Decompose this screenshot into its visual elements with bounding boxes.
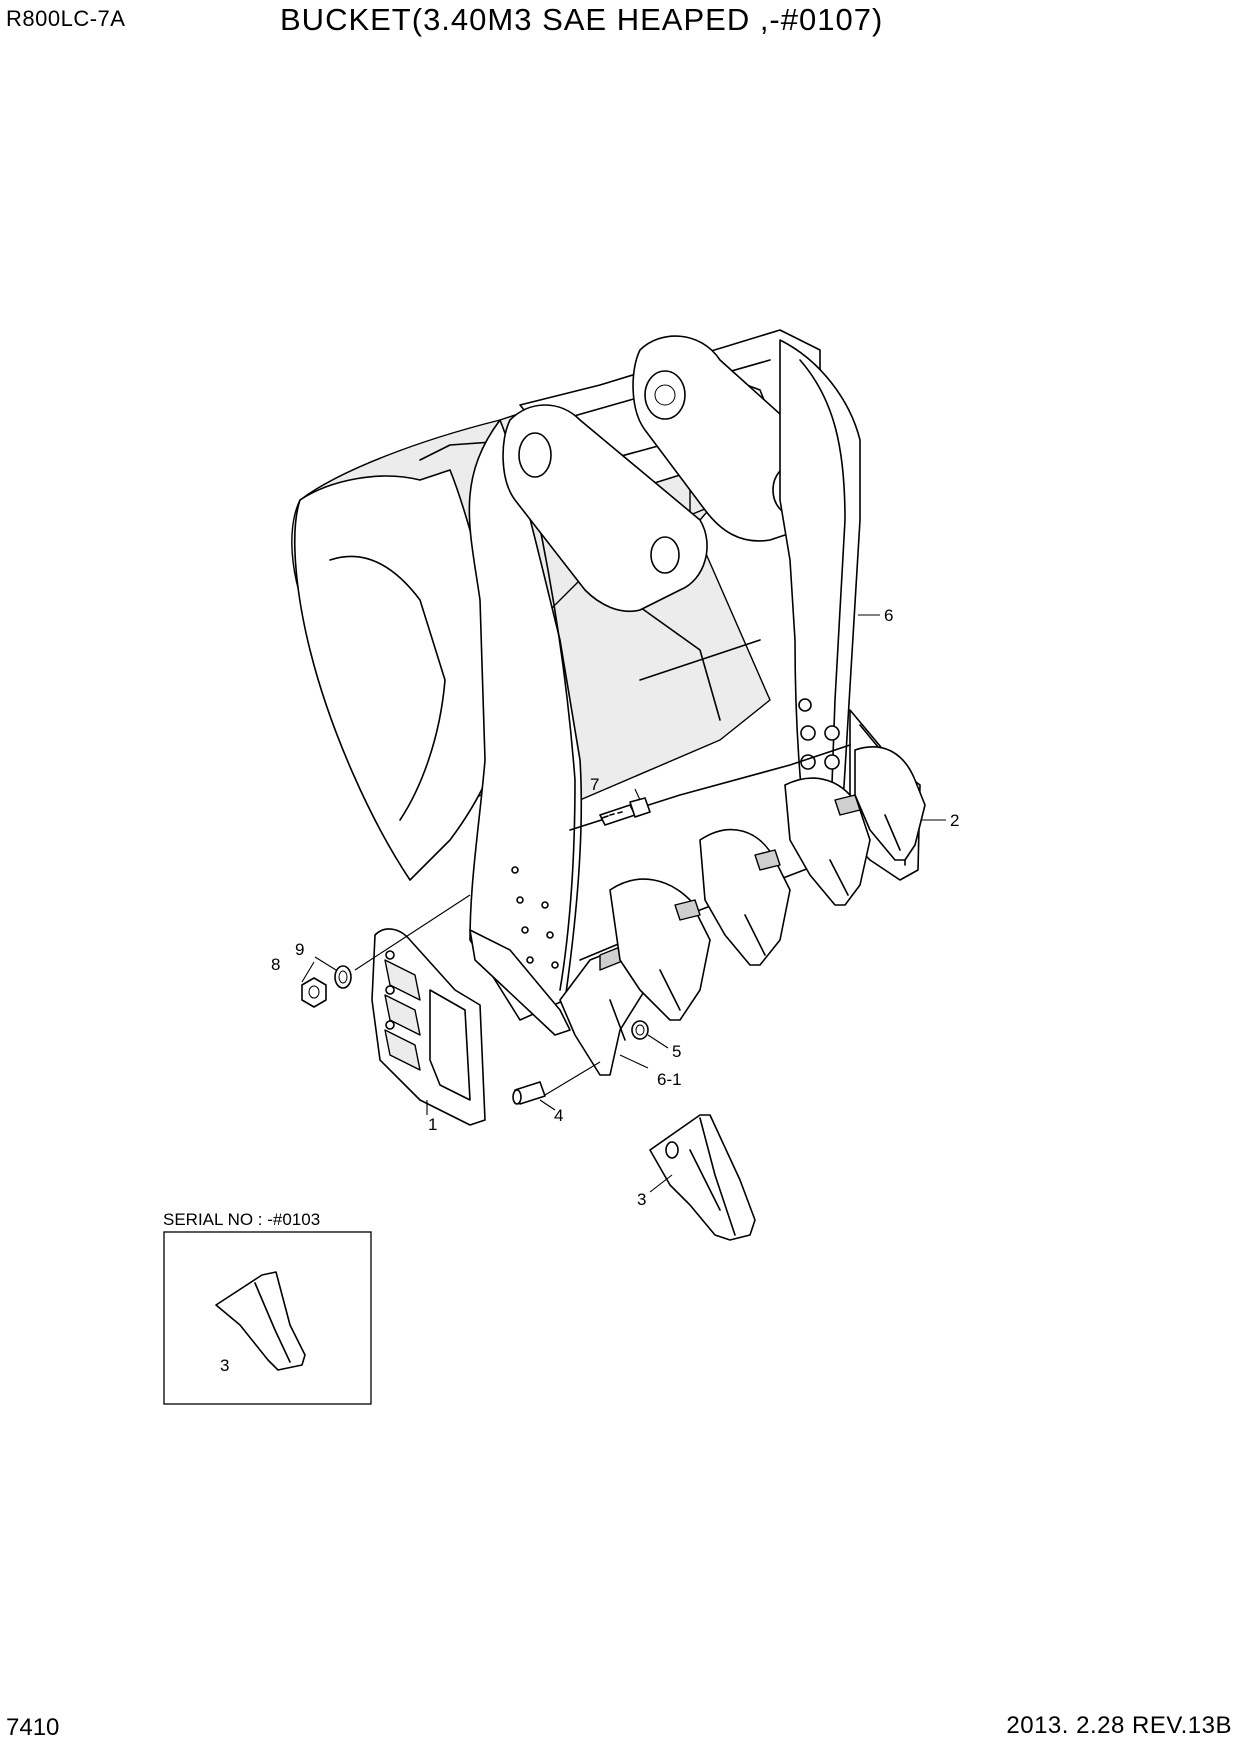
page-number: 7410 xyxy=(6,1714,60,1741)
inset-caption: SERIAL NO : -#0103 xyxy=(163,1210,320,1229)
callout-5: 5 xyxy=(672,1042,681,1061)
inset-callout-3: 3 xyxy=(220,1356,229,1375)
part-9-washer xyxy=(334,965,352,989)
callout-1: 1 xyxy=(428,1115,437,1134)
part-5-nut xyxy=(631,1020,649,1040)
pin-hole xyxy=(644,370,686,420)
part-8-nut xyxy=(301,977,327,1008)
callout-9: 9 xyxy=(295,940,304,959)
pin-hole xyxy=(518,432,552,478)
bolt-holes-left xyxy=(511,866,559,969)
part-1-side-cutter xyxy=(371,928,486,1126)
pin-hole xyxy=(650,536,680,574)
part-3-tooth xyxy=(649,1114,756,1241)
callout-6: 6 xyxy=(884,606,893,625)
callout-8: 8 xyxy=(271,955,280,974)
callout-3: 3 xyxy=(637,1190,646,1209)
right-side-plate xyxy=(779,339,861,861)
tooth-adapters xyxy=(559,746,926,1076)
callout-2: 2 xyxy=(950,811,959,830)
model-name: R800LC-7A xyxy=(6,6,126,31)
serial-inset: SERIAL NO : -#0103 3 xyxy=(163,1210,372,1405)
revision-stamp: 2013. 2.28 REV.13B xyxy=(1006,1712,1232,1739)
part-7-bolt xyxy=(599,797,651,826)
callout-4: 4 xyxy=(554,1106,563,1125)
part-4-pin xyxy=(512,1081,546,1105)
callout-6-1: 6-1 xyxy=(657,1070,682,1089)
callout-7: 7 xyxy=(590,775,599,794)
page-title: BUCKET(3.40M3 SAE HEAPED ,-#0107) xyxy=(280,2,884,37)
